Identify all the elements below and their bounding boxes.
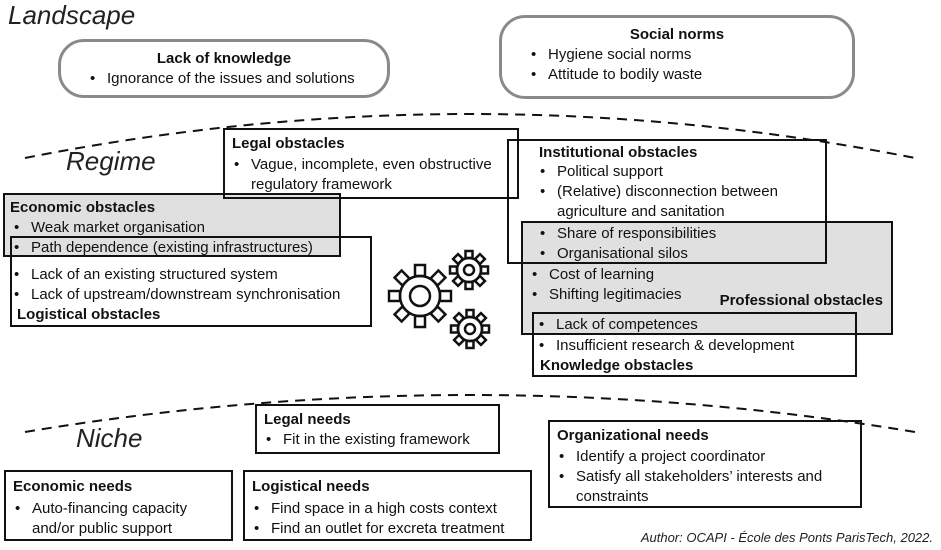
list-item: Find an outlet for excreta treatment [245,519,530,539]
logistical-needs-list: Find space in a high costs context Find … [245,499,530,539]
list-item: Satisfy all stakeholders’ interests and … [550,467,850,507]
list-item: Cost of learning [523,265,883,285]
regime-dashed-arc [24,113,916,159]
shared-inst-prof-list: Share of responsibilities Organisational… [531,224,821,264]
list-item: (Relative) disconnection between agricul… [531,182,821,222]
list-item: Auto-financing capacity and/or public su… [6,499,228,539]
social-norms-title: Social norms [629,26,725,43]
list-item: Ignorance of the issues and solutions [81,69,387,89]
list-item: Vague, incomplete, even obstructive regu… [225,155,515,195]
organizational-needs-list: Identify a project coordinator Satisfy a… [550,447,850,507]
logistical-needs-title: Logistical needs [252,478,370,495]
list-item: Weak market organisation [5,218,341,238]
list-item: Identify a project coordinator [550,447,850,467]
list-item: Insufficient research & development [530,336,855,356]
knowledge-obstacles-title: Knowledge obstacles [540,357,694,374]
author-credit: Author: OCAPI - École des Ponts ParisTec… [640,530,933,545]
legal-needs-list: Fit in the existing framework [257,430,497,450]
economic-needs-title: Economic needs [13,478,133,495]
legal-needs-box: Legal needs Fit in the existing framewor… [255,404,500,454]
professional-obstacles-list: Cost of learning Shifting legitimacies [523,265,883,305]
social-norms-list: Hygiene social norms Attitude to bodily … [522,45,852,85]
shared-econ-logistic-list: Path dependence (existing infrastructure… [5,238,373,258]
institutional-obstacles-list: Political support (Relative) disconnecti… [531,162,821,222]
logistical-obstacles-box: Path dependence (existing infrastructure… [10,236,372,327]
logistical-obstacles-title: Logistical obstacles [17,306,161,323]
list-item: Organisational silos [531,244,821,264]
knowledge-obstacles-list: Insufficient research & development [530,336,855,356]
legal-obstacles-box: Legal obstacles Vague, incomplete, even … [223,128,519,199]
legal-obstacles-list: Vague, incomplete, even obstructive regu… [225,155,515,195]
list-item: Hygiene social norms [522,45,852,65]
professional-obstacles-title: Professional obstacles [719,292,883,309]
level-regime-label: Regime [66,146,156,176]
organizational-needs-box: Organizational needs Identify a project … [548,420,862,508]
list-item: Fit in the existing framework [257,430,497,450]
logistical-obstacles-list: Lack of an existing structured system La… [5,265,373,305]
list-item: Share of responsibilities [531,224,821,244]
institutional-obstacles-box: Institutional obstacles Political suppor… [507,139,827,264]
list-item: Attitude to bodily waste [522,65,852,85]
shared-prof-knowledge-list: Lack of competences [530,315,855,335]
economic-obstacles-title: Economic obstacles [10,199,156,216]
niche-dashed-arc [24,394,916,433]
economic-needs-box: Economic needs Auto-financing capacity a… [4,470,233,541]
list-item: Lack of upstream/downstream synchronisat… [5,285,373,305]
list-item: Find space in a high costs context [245,499,530,519]
list-item: Lack of an existing structured system [5,265,373,285]
list-item: Lack of competences [530,315,855,335]
list-item: Shifting legitimacies [523,285,883,305]
legal-needs-title: Legal needs [264,411,351,428]
level-niche-label: Niche [76,423,143,453]
list-item: Political support [531,162,821,182]
legal-obstacles-title: Legal obstacles [232,135,345,152]
institutional-obstacles-title: Institutional obstacles [539,144,698,161]
lack-of-knowledge-box: Lack of knowledge Ignorance of the issue… [58,39,390,98]
level-landscape-label: Landscape [8,0,136,30]
organizational-needs-title: Organizational needs [557,427,709,444]
gears-icon [387,249,491,350]
social-norms-box: Social norms Hygiene social norms Attitu… [499,15,855,99]
list-item: Path dependence (existing infrastructure… [5,238,373,258]
knowledge-obstacles-box: Lack of competences Insufficient researc… [532,312,857,377]
lack-of-knowledge-list: Ignorance of the issues and solutions [81,69,387,89]
lack-of-knowledge-title: Lack of knowledge [156,50,292,67]
economic-obstacles-list: Weak market organisation [5,218,341,238]
economic-needs-list: Auto-financing capacity and/or public su… [6,499,228,539]
logistical-needs-box: Logistical needs Find space in a high co… [243,470,532,541]
